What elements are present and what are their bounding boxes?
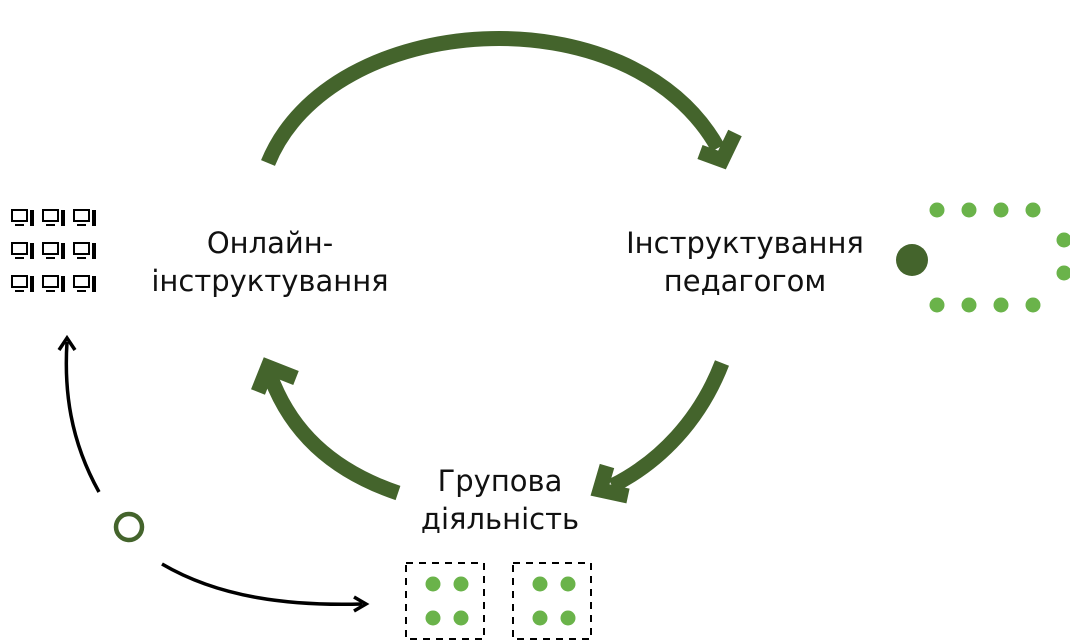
student-dot <box>1025 297 1041 313</box>
online-label-line2: інструктування <box>151 264 389 298</box>
computer-icon <box>73 242 96 259</box>
computer-grid-icon <box>11 209 96 292</box>
monitor-screen <box>42 275 59 288</box>
computer-icon <box>11 242 34 259</box>
computer-icon <box>73 209 96 226</box>
monitor-screen <box>73 275 90 288</box>
student-dot <box>1056 232 1070 248</box>
stage-label-online-instruction: Онлайн- інструктування <box>130 224 410 300</box>
online-label-line1: Онлайн- <box>206 226 334 260</box>
computer-tower <box>61 243 65 259</box>
group-label-line1: Групова <box>437 464 563 498</box>
monitor-screen <box>11 275 28 288</box>
arrow-teacher-to-group <box>590 360 729 504</box>
monitor-screen <box>11 242 28 255</box>
cycle-arrows <box>251 31 742 504</box>
table-dashed-border <box>512 562 592 640</box>
arrow-start-to-group <box>161 562 370 613</box>
computer-tower <box>30 210 34 226</box>
arrow-group-to-online <box>251 357 401 501</box>
student-dot <box>532 610 548 626</box>
computer-tower <box>61 276 65 292</box>
teacher-dot <box>896 244 928 276</box>
stage-label-group-activity: Групова діяльність <box>375 462 625 538</box>
student-dot <box>560 576 576 592</box>
arrow-online-to-teacher <box>261 31 742 170</box>
student-dot <box>560 610 576 626</box>
student-dot <box>929 202 945 218</box>
group-tables-icon <box>405 562 592 640</box>
student-dot <box>929 297 945 313</box>
monitor-screen <box>11 209 28 222</box>
computer-tower <box>30 243 34 259</box>
computer-icon <box>11 209 34 226</box>
student-dot <box>1025 202 1041 218</box>
student-dot <box>453 610 469 626</box>
monitor-screen <box>73 242 90 255</box>
monitor-screen <box>42 242 59 255</box>
group-table-1 <box>405 562 485 640</box>
student-dot <box>532 576 548 592</box>
group-table-2 <box>512 562 592 640</box>
thin-arrows <box>57 334 370 613</box>
computer-icon <box>42 242 65 259</box>
stage-label-teacher-instruction: Інструктування педагогом <box>605 224 885 300</box>
computer-icon <box>73 275 96 292</box>
group-label-line2: діяльність <box>420 502 580 536</box>
student-dot <box>961 202 977 218</box>
computer-tower <box>92 276 96 292</box>
arrow-start-to-online <box>57 334 101 493</box>
teacher-label-line2: педагогом <box>663 264 827 298</box>
computer-icon <box>42 275 65 292</box>
computer-tower <box>30 276 34 292</box>
teacher-label-line1: Інструктування <box>626 226 864 260</box>
student-dot <box>425 610 441 626</box>
computer-icon <box>11 275 34 292</box>
teacher-table-icon <box>896 202 1070 313</box>
student-dot <box>1056 265 1070 281</box>
computer-icon <box>42 209 65 226</box>
student-dot <box>961 297 977 313</box>
table-dashed-border <box>405 562 485 640</box>
computer-tower <box>92 243 96 259</box>
computer-tower <box>61 210 65 226</box>
student-dot <box>425 576 441 592</box>
student-dot <box>453 576 469 592</box>
monitor-screen <box>73 209 90 222</box>
student-dot <box>993 202 1009 218</box>
computer-tower <box>92 210 96 226</box>
monitor-screen <box>42 209 59 222</box>
start-circle-icon <box>113 511 145 543</box>
student-dot <box>993 297 1009 313</box>
